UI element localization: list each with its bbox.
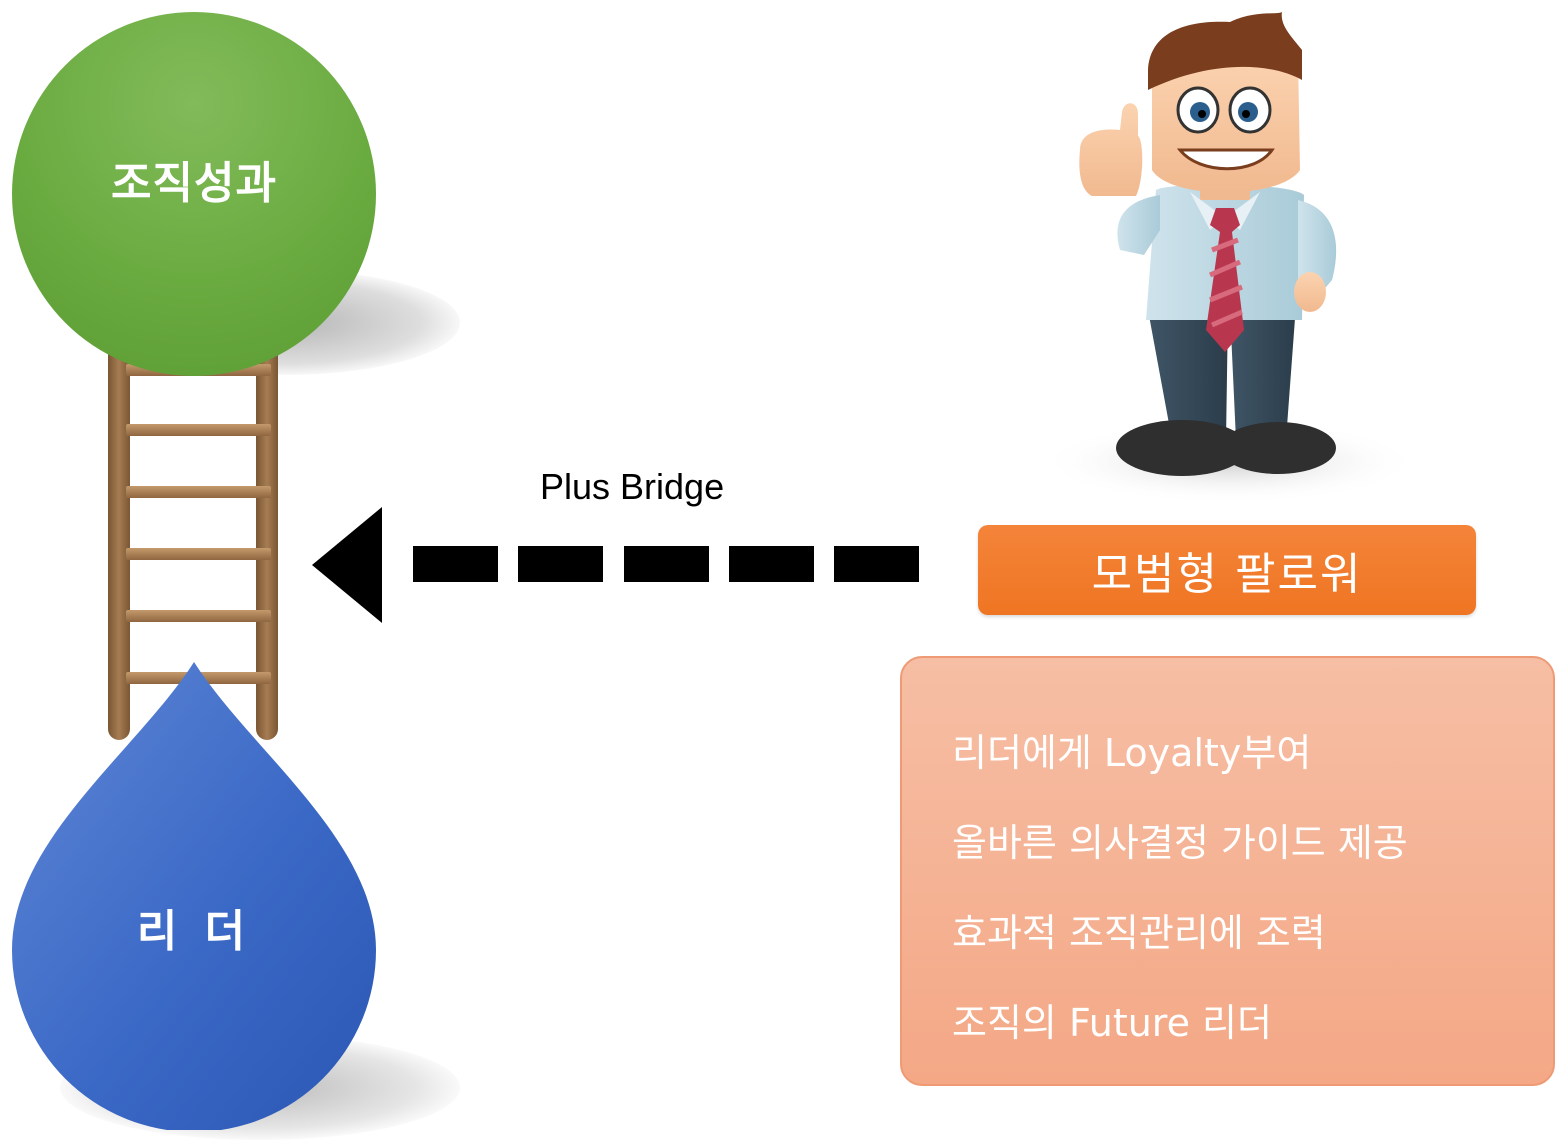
model-follower-title-text: 모범형 팔로워 [1091,549,1363,600]
bridge-label: Plus Bridge [540,466,725,507]
ladder-rung [126,610,271,622]
leader-label: 리 더 [136,906,252,957]
bridge-dash [413,546,498,582]
follower-trait-item: 효과적 조직관리에 조력 [952,911,1326,955]
ladder-rung [126,548,271,560]
organizational-performance-label: 조직성과 [111,158,277,209]
left-arrow-icon [312,507,382,623]
bridge-dash [834,546,919,582]
follower-trait-item: 조직의 Future 리더 [952,1001,1272,1045]
follower-trait-item: 리더에게 Loyalty부여 [952,731,1312,775]
ladder-rail-right [256,300,278,740]
follower-traits-panel: 리더에게 Loyalty부여 올바른 의사결정 가이드 제공 효과적 조직관리에… [900,656,1555,1086]
model-follower-title: 모범형 팔로워 [978,525,1476,615]
leader-drop [12,662,376,1130]
ladder-rail-left [108,300,130,740]
bridge-dash [624,546,709,582]
organizational-performance-circle: 조직성과 [12,12,376,376]
bridge-dash [518,546,603,582]
bridge-dash [729,546,814,582]
ladder-rung [126,424,271,436]
ladder-rung [126,486,271,498]
follower-trait-item: 올바른 의사결정 가이드 제공 [952,821,1408,865]
thumbs-up-businessman-icon [1040,12,1420,504]
